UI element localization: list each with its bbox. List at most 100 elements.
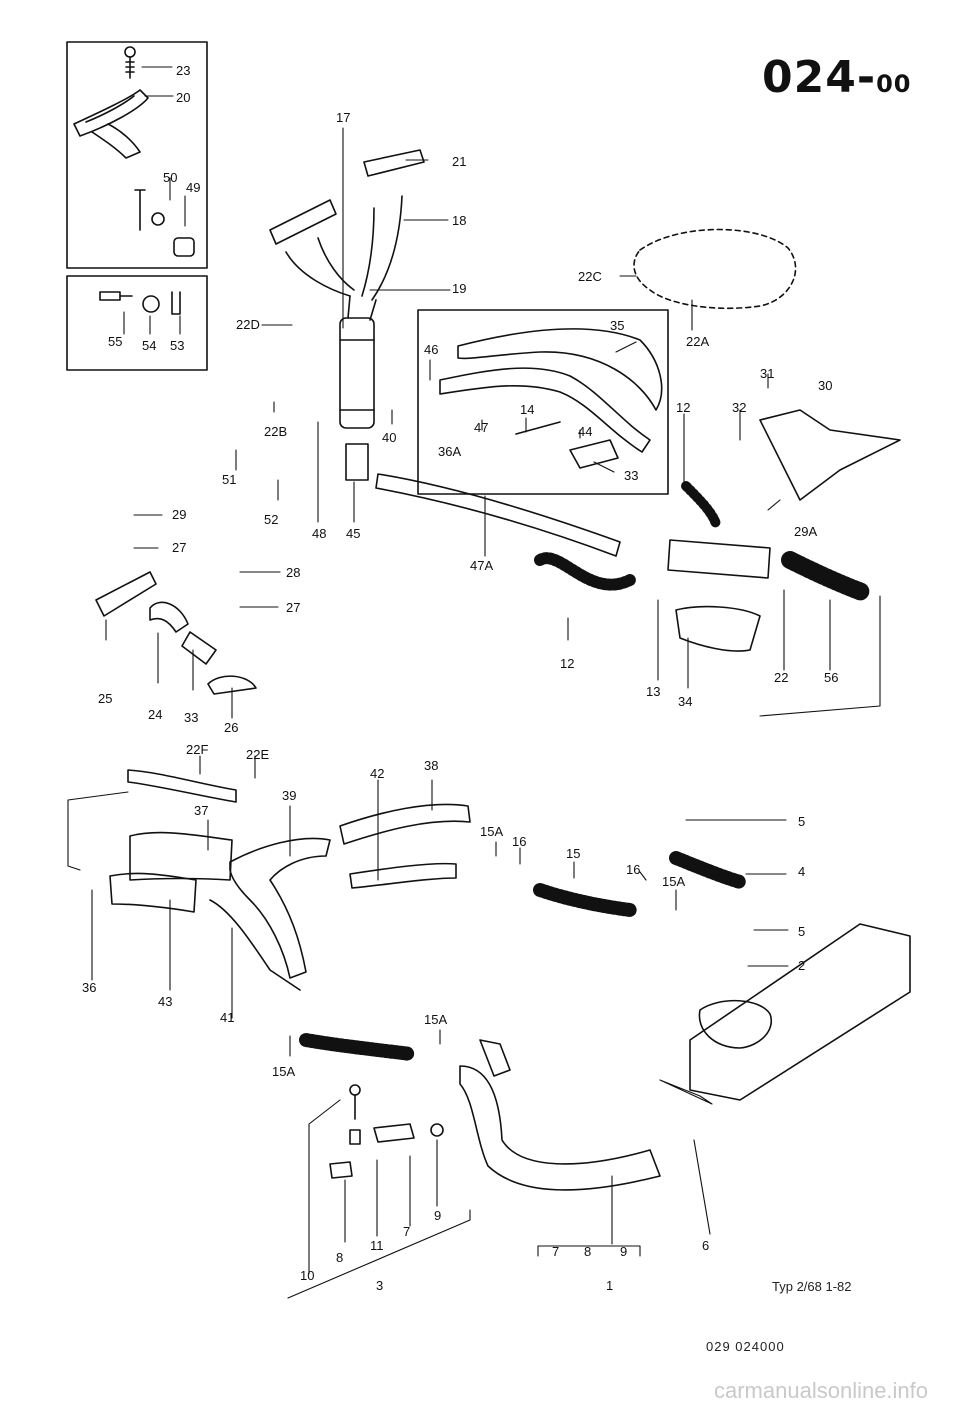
sleeve-11-part <box>349 1129 361 1145</box>
heat-exchanger-part <box>689 923 911 1101</box>
callout-53: 53 <box>170 338 184 353</box>
bolt-part <box>99 291 133 301</box>
callout-33: 33 <box>624 468 638 483</box>
bracket-7-part <box>373 1123 415 1143</box>
watermark: carmanualsonline.info <box>714 1378 929 1403</box>
page-suffix: 00 <box>876 70 912 98</box>
nut-part <box>142 295 160 313</box>
callout-19: 19 <box>452 281 466 296</box>
callout-32: 32 <box>732 400 746 415</box>
callout-6: 6 <box>702 1238 709 1253</box>
inset-box-bottom <box>66 275 208 371</box>
screw-part <box>124 46 136 79</box>
callout-22E: 22E <box>246 747 269 762</box>
model-info: Typ 2/68 1-82 <box>772 1279 852 1294</box>
callout-24: 24 <box>148 707 162 722</box>
callout-54: 54 <box>142 338 156 353</box>
reference-code: 029 024000 <box>706 1339 785 1354</box>
rubber-grommet-part <box>73 89 149 159</box>
callout-36: 36 <box>82 980 96 995</box>
callout-10: 10 <box>300 1268 314 1283</box>
callout-44: 44 <box>578 424 592 439</box>
hose-43-part <box>109 872 197 913</box>
heater-housing-part <box>633 228 797 310</box>
callout-3: 3 <box>376 1278 383 1293</box>
callout-9: 9 <box>620 1244 627 1259</box>
callout-55: 55 <box>108 334 122 349</box>
callout-21: 21 <box>452 154 466 169</box>
hose-38-part <box>339 803 471 845</box>
callout-4: 4 <box>798 864 805 879</box>
callout-20: 20 <box>176 90 190 105</box>
callout-7: 7 <box>403 1224 410 1239</box>
callout-25: 25 <box>98 691 112 706</box>
callout-13: 13 <box>646 684 660 699</box>
callout-49: 49 <box>186 180 200 195</box>
callout-5: 5 <box>798 924 805 939</box>
callout-22: 22 <box>774 670 788 685</box>
callout-12: 12 <box>676 400 690 415</box>
sleeve-33-part <box>181 631 217 665</box>
callout-22C: 22C <box>578 269 602 284</box>
cap-part <box>173 237 195 257</box>
callout-37: 37 <box>194 803 208 818</box>
callout-14: 14 <box>520 402 534 417</box>
callout-31: 31 <box>760 366 774 381</box>
callout-23: 23 <box>176 63 190 78</box>
callout-29A: 29A <box>794 524 817 539</box>
callout-15A: 15A <box>272 1064 295 1079</box>
inset-box-top <box>66 41 208 269</box>
callout-29: 29 <box>172 507 186 522</box>
callout-8: 8 <box>584 1244 591 1259</box>
callout-38: 38 <box>424 758 438 773</box>
callout-30: 30 <box>818 378 832 393</box>
callout-18: 18 <box>452 213 466 228</box>
bolt-10-part <box>349 1084 361 1096</box>
callout-51: 51 <box>222 472 236 487</box>
callout-26: 26 <box>224 720 238 735</box>
callout-7: 7 <box>552 1244 559 1259</box>
clip-part <box>134 189 146 231</box>
flex-hose-coils <box>299 481 871 1061</box>
heat-valve-part <box>667 539 771 579</box>
ring-9-part <box>430 1123 444 1137</box>
flange-part <box>698 999 773 1049</box>
pipe-22F-part <box>127 769 237 803</box>
callout-1: 1 <box>606 1278 613 1293</box>
callout-47A: 47A <box>470 558 493 573</box>
callout-40: 40 <box>382 430 396 445</box>
callout-34: 34 <box>678 694 692 709</box>
washer-part <box>151 212 165 226</box>
callout-15A: 15A <box>480 824 503 839</box>
callout-8: 8 <box>336 1250 343 1265</box>
callout-15A: 15A <box>424 1012 447 1027</box>
callout-50: 50 <box>163 170 177 185</box>
callout-35: 35 <box>610 318 624 333</box>
pipe-1-assembly <box>459 1065 661 1191</box>
page-number: 024-00 <box>762 52 912 103</box>
callout-22D: 22D <box>236 317 260 332</box>
bracket-part <box>171 291 181 315</box>
callout-36A: 36A <box>438 444 461 459</box>
callout-33: 33 <box>184 710 198 725</box>
elbow-part <box>345 443 369 481</box>
callout-15A: 15A <box>662 874 685 889</box>
page-code: 024- <box>762 52 877 103</box>
long-hose-part <box>375 473 621 557</box>
callout-45: 45 <box>346 526 360 541</box>
hose-37-part <box>129 831 233 881</box>
bracket-30-part <box>759 409 901 501</box>
callout-46: 46 <box>424 342 438 357</box>
callout-22A: 22A <box>686 334 709 349</box>
elbow-24-part <box>149 601 189 633</box>
pipe-41-part <box>209 899 301 991</box>
callout-11: 11 <box>370 1238 384 1253</box>
bracket-25-part <box>95 571 157 617</box>
callout-17: 17 <box>336 110 350 125</box>
callout-39: 39 <box>282 788 296 803</box>
callout-16: 16 <box>512 834 526 849</box>
leader-lines <box>67 66 881 1299</box>
callout-41: 41 <box>220 1010 234 1025</box>
inset-box-hoses <box>417 309 669 495</box>
